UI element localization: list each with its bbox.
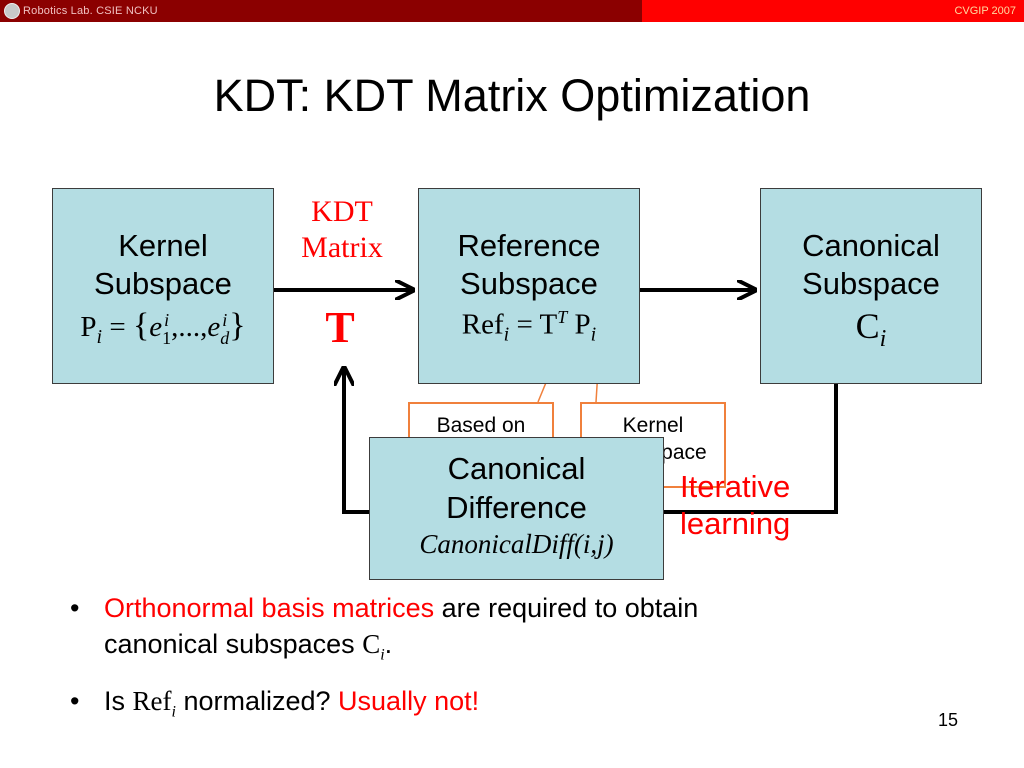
page-number: 15 bbox=[938, 710, 959, 730]
note-right-line1: Kernel bbox=[622, 414, 684, 437]
bullet1-end: . bbox=[384, 629, 393, 659]
lab-logo-icon bbox=[4, 3, 20, 19]
difference-formula: CanonicalDiff(i,j) bbox=[419, 528, 614, 559]
kdt-symbol: T bbox=[325, 303, 355, 352]
kdt-matrix-label: KDT Matrix bbox=[284, 194, 400, 266]
iterative-line2: learning bbox=[680, 506, 791, 542]
bullet1-symbol: Ci bbox=[362, 629, 385, 664]
slide-title: KDT: KDT Matrix Optimization bbox=[213, 70, 811, 121]
canonical-line1: Canonical bbox=[802, 228, 940, 263]
kdt-line2: Matrix bbox=[301, 231, 383, 264]
canonical-difference-box: Canonical Difference CanonicalDiff(i,j) bbox=[369, 437, 664, 580]
iterative-learning-label: Iterative learning bbox=[680, 468, 790, 542]
arrow-difference-to-kdt bbox=[344, 368, 369, 514]
bullet-item: • Is Refi normalized? Usually not! bbox=[70, 683, 970, 730]
kernel-line2: Subspace bbox=[94, 265, 232, 301]
bullet2-prefix: Is bbox=[104, 686, 133, 717]
reference-line2: Subspace bbox=[460, 265, 598, 301]
difference-line2: Difference bbox=[446, 489, 587, 525]
arrow-canonical-to-difference bbox=[664, 384, 838, 514]
lab-name: Robotics Lab. CSIE NCKU bbox=[23, 5, 158, 17]
note-left-line1: Based on bbox=[436, 414, 526, 437]
reference-subspace-box: Reference Subspace Refi = TT Pi bbox=[418, 188, 640, 384]
canonical-line2: Subspace bbox=[802, 265, 940, 301]
reference-formula: Refi = TT Pi bbox=[461, 306, 597, 346]
canonical-symbol: Ci bbox=[855, 305, 887, 352]
bullet2-symbol: Refi bbox=[132, 686, 176, 721]
bullet-item: • Orthonormal basis matrices are require… bbox=[70, 590, 970, 673]
bullet1-rest: are required to obtain bbox=[434, 593, 699, 623]
bullet2-red: Usually not! bbox=[338, 686, 480, 717]
reference-line1: Reference bbox=[457, 228, 601, 263]
canonical-subspace-box: Canonical Subspace Ci bbox=[760, 188, 982, 384]
bullet2-middle: normalized? bbox=[175, 686, 339, 717]
iterative-line1: Iterative bbox=[680, 469, 791, 504]
bullet-list: • Orthonormal basis matrices are require… bbox=[70, 590, 970, 741]
bullet-dot-icon: • bbox=[70, 593, 80, 623]
bullet-dot-icon: • bbox=[70, 686, 80, 717]
conference-name: CVGIP 2007 bbox=[642, 0, 1024, 22]
kernel-line1: Kernel bbox=[118, 228, 208, 263]
kdt-line1: KDT bbox=[311, 195, 373, 228]
difference-line1: Canonical bbox=[447, 451, 586, 486]
header-bar: Robotics Lab. CSIE NCKU CVGIP 2007 bbox=[0, 0, 1024, 22]
bullet1-line2: canonical subspaces bbox=[104, 629, 355, 659]
bullet1-red: Orthonormal basis matrices bbox=[104, 593, 435, 623]
